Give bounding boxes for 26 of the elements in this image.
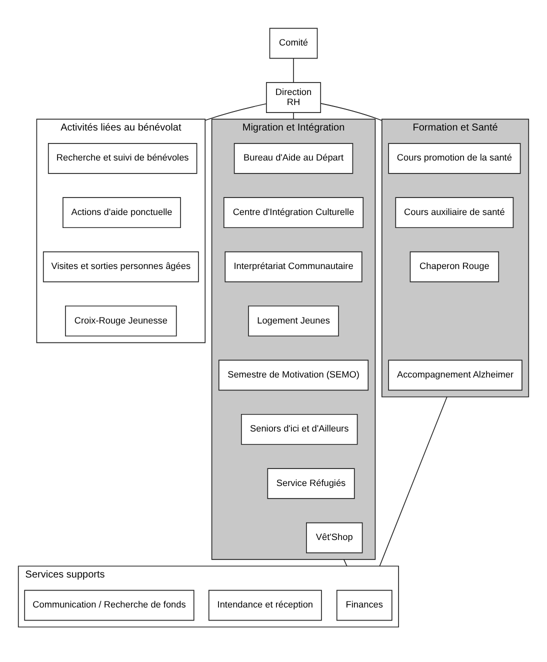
node-box: Comité xyxy=(269,28,318,59)
node-box: Actions d'aide ponctuelle xyxy=(62,197,181,228)
node-box: Accompagnement Alzheimer xyxy=(388,360,522,391)
node-box: Croix-Rouge Jeunesse xyxy=(65,306,177,336)
connector xyxy=(343,559,348,567)
node-box: Semestre de Motivation (SEMO) xyxy=(218,360,369,391)
node-box: Service Réfugiés xyxy=(267,468,355,499)
node-box: Chaperon Rouge xyxy=(410,251,500,282)
node-box: Vêt'Shop xyxy=(306,522,363,554)
node-box: Cours auxiliaire de santé xyxy=(395,197,514,228)
node-box: Centre d'Intégration Culturelle xyxy=(223,197,364,228)
node-box: Seniors d'ici et d'Ailleurs xyxy=(240,414,358,445)
connector xyxy=(320,103,382,121)
node-box: Bureau d'Aide au Départ xyxy=(234,142,354,174)
node-box: Intendance et réception xyxy=(208,590,322,621)
connector xyxy=(204,103,267,121)
node-box: Cours promotion de la santé xyxy=(388,142,521,174)
node-box: Recherche et suivi de bénévoles xyxy=(48,142,198,174)
connector xyxy=(293,112,294,120)
node-box: Interprétariat Communautaire xyxy=(224,251,362,282)
node-box: Logement Jeunes xyxy=(248,306,339,336)
node-box: Direction RH xyxy=(266,82,322,113)
node-box: Finances xyxy=(336,590,392,621)
node-box: Visites et sorties personnes âgées xyxy=(42,251,199,282)
connector xyxy=(293,58,294,83)
node-box: Communication / Recherche de fonds xyxy=(24,590,194,621)
